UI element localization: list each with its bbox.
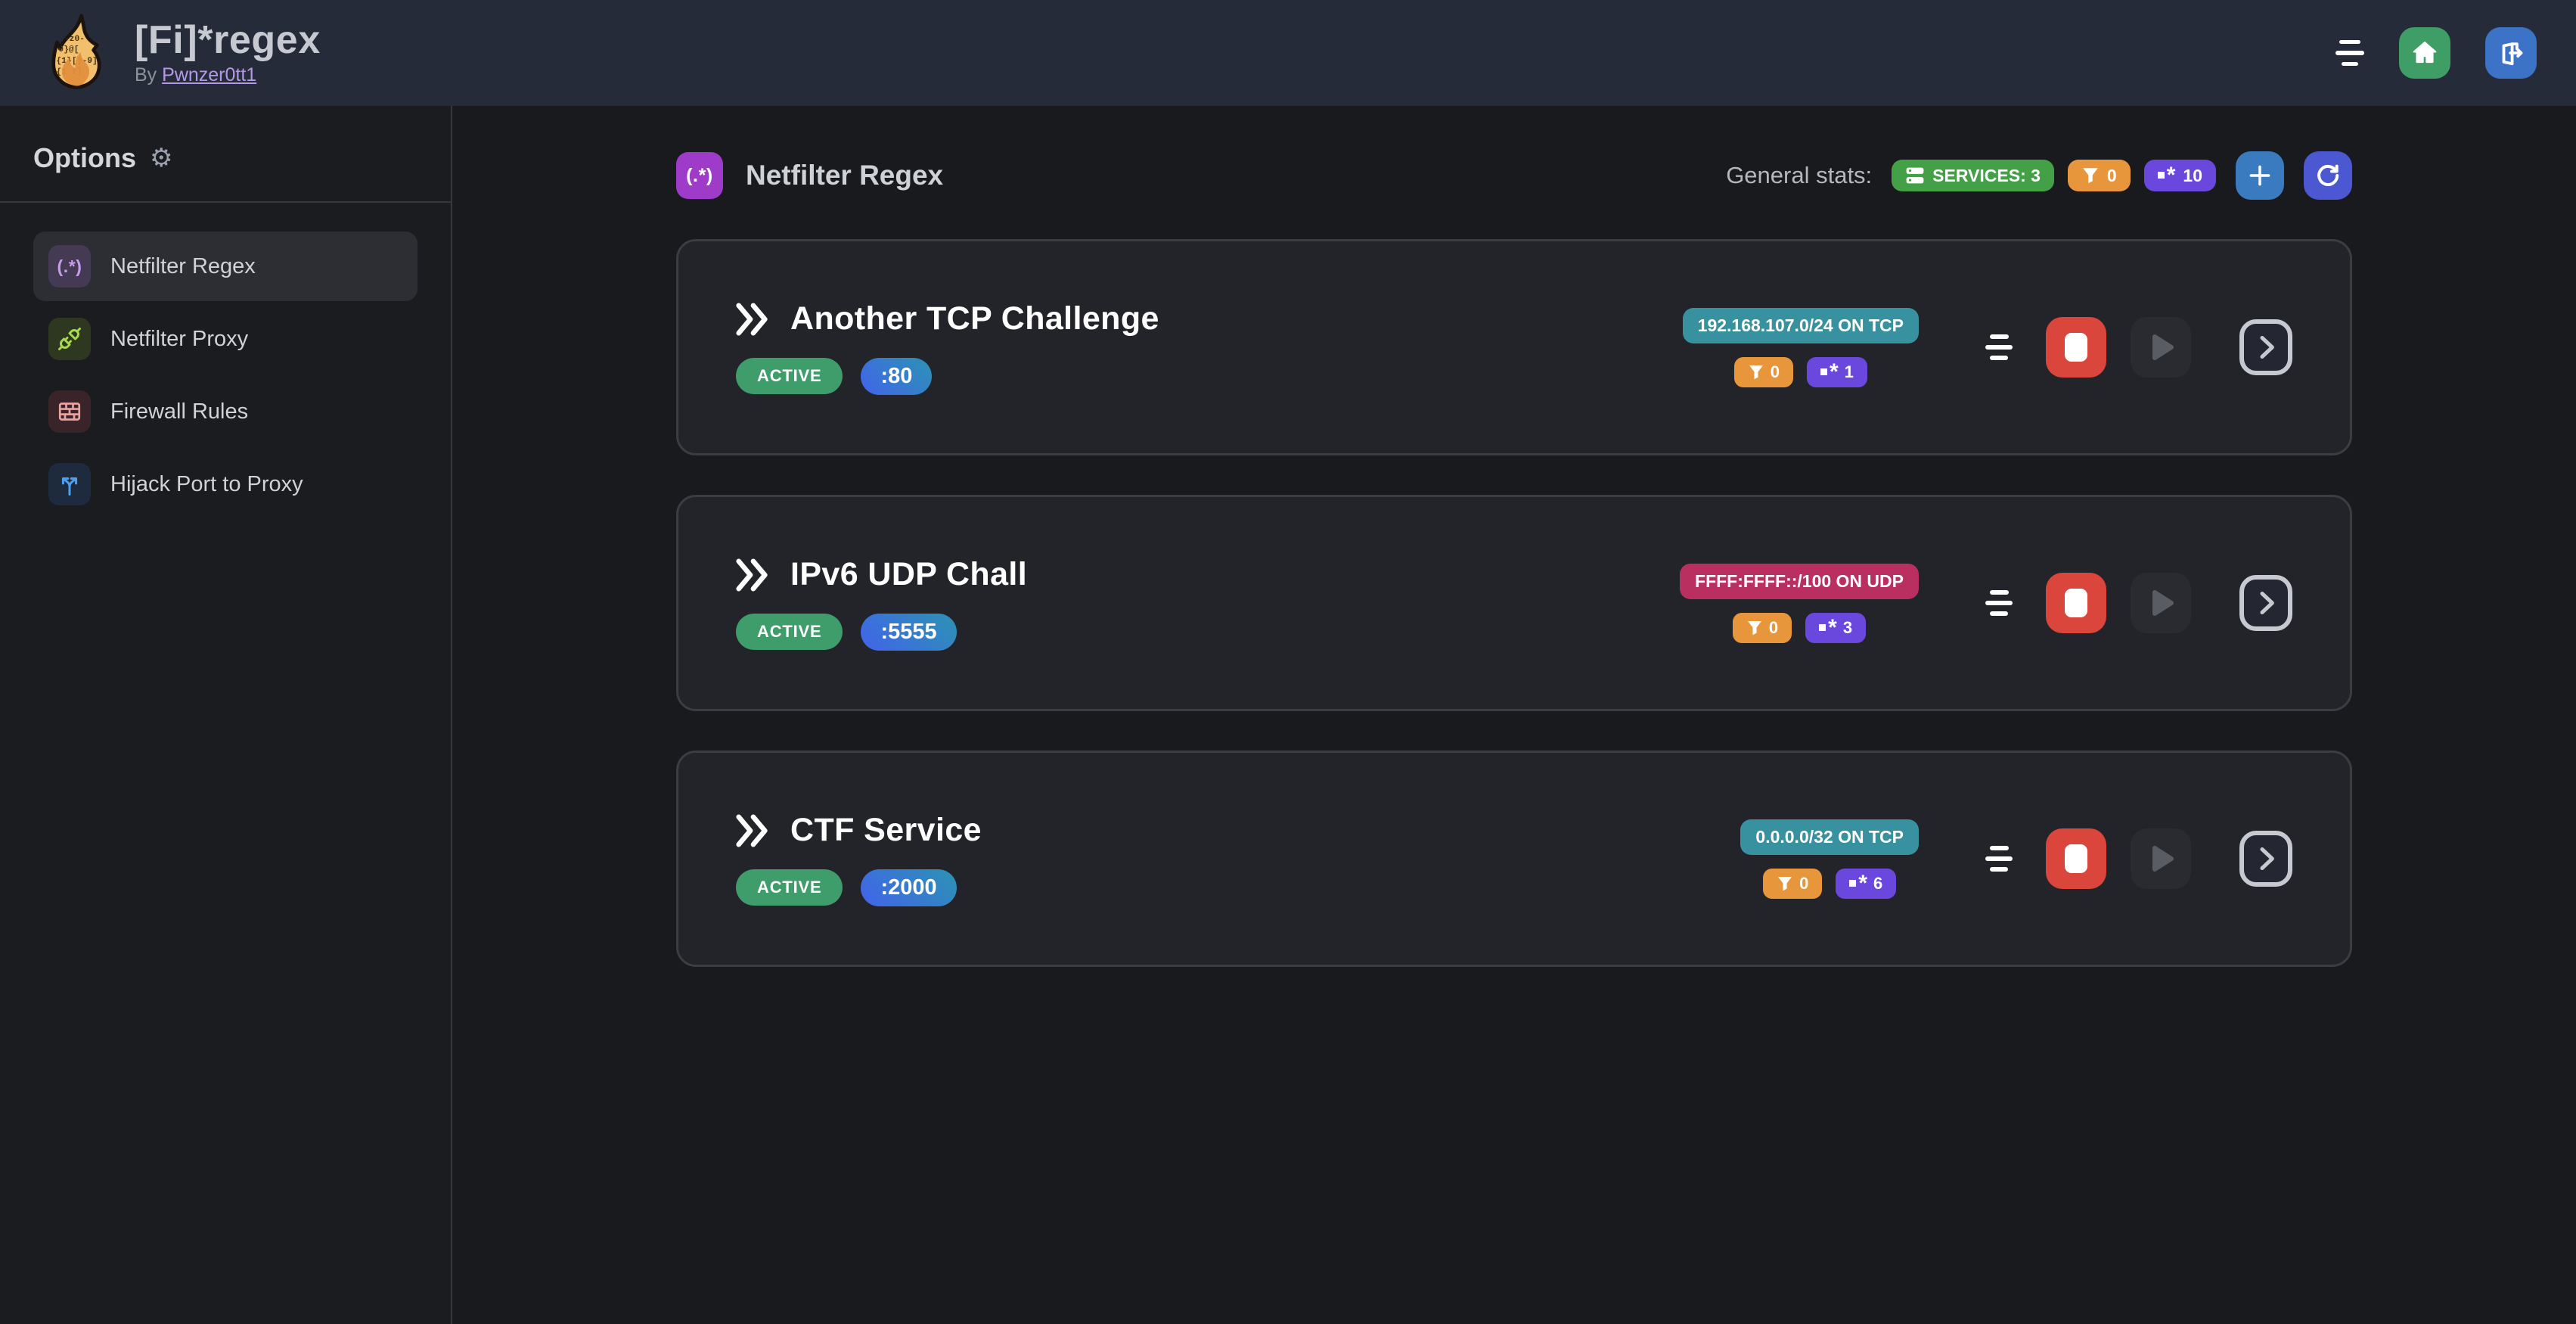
- logout-icon: [2502, 42, 2523, 66]
- status-badge: ACTIVE: [736, 358, 843, 394]
- play-icon: [2152, 846, 2174, 872]
- refresh-button[interactable]: [2304, 151, 2352, 200]
- logout-button[interactable]: [2485, 27, 2537, 79]
- netfilter-regex-icon: (.*): [676, 152, 723, 199]
- services-count-badge: SERVICES: 3: [1892, 160, 2054, 191]
- double-chevron-icon: [736, 558, 768, 592]
- plus-icon: [2249, 165, 2270, 186]
- funnel-icon: [2083, 168, 2098, 184]
- service-name: IPv6 UDP Chall: [790, 556, 1028, 592]
- regex-glyph-icon: *: [1819, 616, 1837, 639]
- start-service-button[interactable]: [2131, 573, 2191, 633]
- hijack-split-arrow-icon: [48, 463, 91, 505]
- service-menu-icon[interactable]: [1985, 590, 2013, 616]
- chevron-right-icon: [2260, 336, 2274, 359]
- main-panel: (.*) Netfilter Regex General stats: SERV…: [452, 106, 2576, 1324]
- double-chevron-icon: [736, 813, 768, 847]
- stop-icon: [2065, 844, 2087, 873]
- open-service-button[interactable]: [2239, 575, 2292, 631]
- sidebar-item-firewall-rules[interactable]: Firewall Rules: [33, 377, 417, 446]
- port-badge: :2000: [861, 869, 957, 906]
- service-card: IPv6 UDP Chall ACTIVE :5555 FFFF:FFFF::/…: [676, 495, 2352, 711]
- play-icon: [2152, 334, 2174, 360]
- status-badge: ACTIVE: [736, 869, 843, 906]
- regex-glyph-icon: *: [1849, 872, 1867, 894]
- service-name: CTF Service: [790, 812, 982, 848]
- refresh-icon: [2317, 164, 2339, 186]
- regexes-badge: * 6: [1836, 868, 1897, 899]
- stop-icon: [2065, 589, 2087, 617]
- service-card: CTF Service ACTIVE :2000 0.0.0.0/32 ON T…: [676, 751, 2352, 967]
- port-badge: :5555: [861, 613, 957, 651]
- funnel-icon: [1778, 876, 1792, 890]
- firewall-bricks-icon: [48, 390, 91, 433]
- funnel-icon: [1749, 365, 1763, 379]
- double-chevron-icon: [736, 302, 768, 336]
- app-title: [Fi]*regex: [135, 18, 321, 63]
- server-icon: [1906, 167, 1924, 184]
- stop-service-button[interactable]: [2046, 317, 2106, 378]
- proxy-plug-icon: [48, 318, 91, 360]
- home-icon: [2413, 41, 2437, 64]
- page-title: Netfilter Regex: [746, 160, 944, 191]
- sidebar-item-netfilter-proxy[interactable]: Netfilter Proxy: [33, 304, 417, 374]
- regex-count-badge: * 10: [2143, 160, 2216, 191]
- open-service-button[interactable]: [2239, 831, 2292, 887]
- play-icon: [2152, 590, 2174, 616]
- svg-text:0}@[: 0}@[: [58, 45, 79, 54]
- service-name: Another TCP Challenge: [790, 300, 1159, 337]
- navbar-menu-icon[interactable]: [2335, 39, 2364, 67]
- stop-service-button[interactable]: [2046, 828, 2106, 889]
- chevron-right-icon: [2260, 592, 2274, 614]
- brand: [Fi]*regex By Pwnzer0tt1: [135, 20, 321, 86]
- target-badge: 192.168.107.0/24 ON TCP: [1682, 307, 1919, 343]
- regexes-badge: * 1: [1806, 356, 1867, 387]
- service-menu-icon[interactable]: [1985, 846, 2013, 872]
- regexes-badge: * 3: [1805, 612, 1867, 643]
- navbar: -z0- 0}@[ {1}[)-9] {1 z] [Fi]*regex By P…: [0, 0, 2576, 106]
- byline: By Pwnzer0tt1: [135, 64, 257, 85]
- filtered-badge: 0: [1763, 868, 1823, 899]
- add-service-button[interactable]: [2236, 151, 2284, 200]
- chevron-right-icon: [2260, 847, 2274, 870]
- filtered-badge: 0: [1732, 612, 1792, 643]
- home-button[interactable]: [2399, 27, 2450, 79]
- port-badge: :80: [861, 357, 933, 395]
- target-badge: 0.0.0.0/32 ON TCP: [1740, 819, 1919, 855]
- stop-service-button[interactable]: [2046, 573, 2106, 633]
- sidebar: Options ⚙ (.*) Netfilter Regex Netfilter…: [0, 106, 452, 1324]
- target-badge: FFFF:FFFF::/100 ON UDP: [1680, 563, 1919, 599]
- filtered-badge: 0: [1733, 356, 1793, 387]
- service-menu-icon[interactable]: [1985, 334, 2013, 360]
- regex-glyph-icon: *: [2157, 164, 2175, 187]
- firegex-flame-logo: -z0- 0}@[ {1}[)-9] {1 z]: [51, 14, 101, 89]
- start-service-button[interactable]: [2131, 828, 2191, 889]
- open-service-button[interactable]: [2239, 319, 2292, 375]
- stop-icon: [2065, 333, 2087, 362]
- author-link[interactable]: Pwnzer0tt1: [162, 64, 257, 85]
- sidebar-item-hijack-port[interactable]: Hijack Port to Proxy: [33, 449, 417, 519]
- logo-regex-text: -z0-: [64, 35, 85, 44]
- regex-glyph-icon: *: [1820, 360, 1839, 383]
- gear-icon: ⚙: [149, 144, 173, 172]
- status-badge: ACTIVE: [736, 614, 843, 650]
- funnel-icon: [1747, 620, 1761, 635]
- sidebar-divider: [0, 201, 451, 203]
- sidebar-heading: Options ⚙: [33, 142, 173, 173]
- filtered-count-badge: 0: [2067, 160, 2131, 191]
- start-service-button[interactable]: [2131, 317, 2191, 378]
- regex-icon: (.*): [48, 245, 91, 287]
- general-stats-label: General stats:: [1726, 162, 1873, 188]
- sidebar-item-netfilter-regex[interactable]: (.*) Netfilter Regex: [33, 232, 417, 301]
- service-card: Another TCP Challenge ACTIVE :80 192.168…: [676, 239, 2352, 455]
